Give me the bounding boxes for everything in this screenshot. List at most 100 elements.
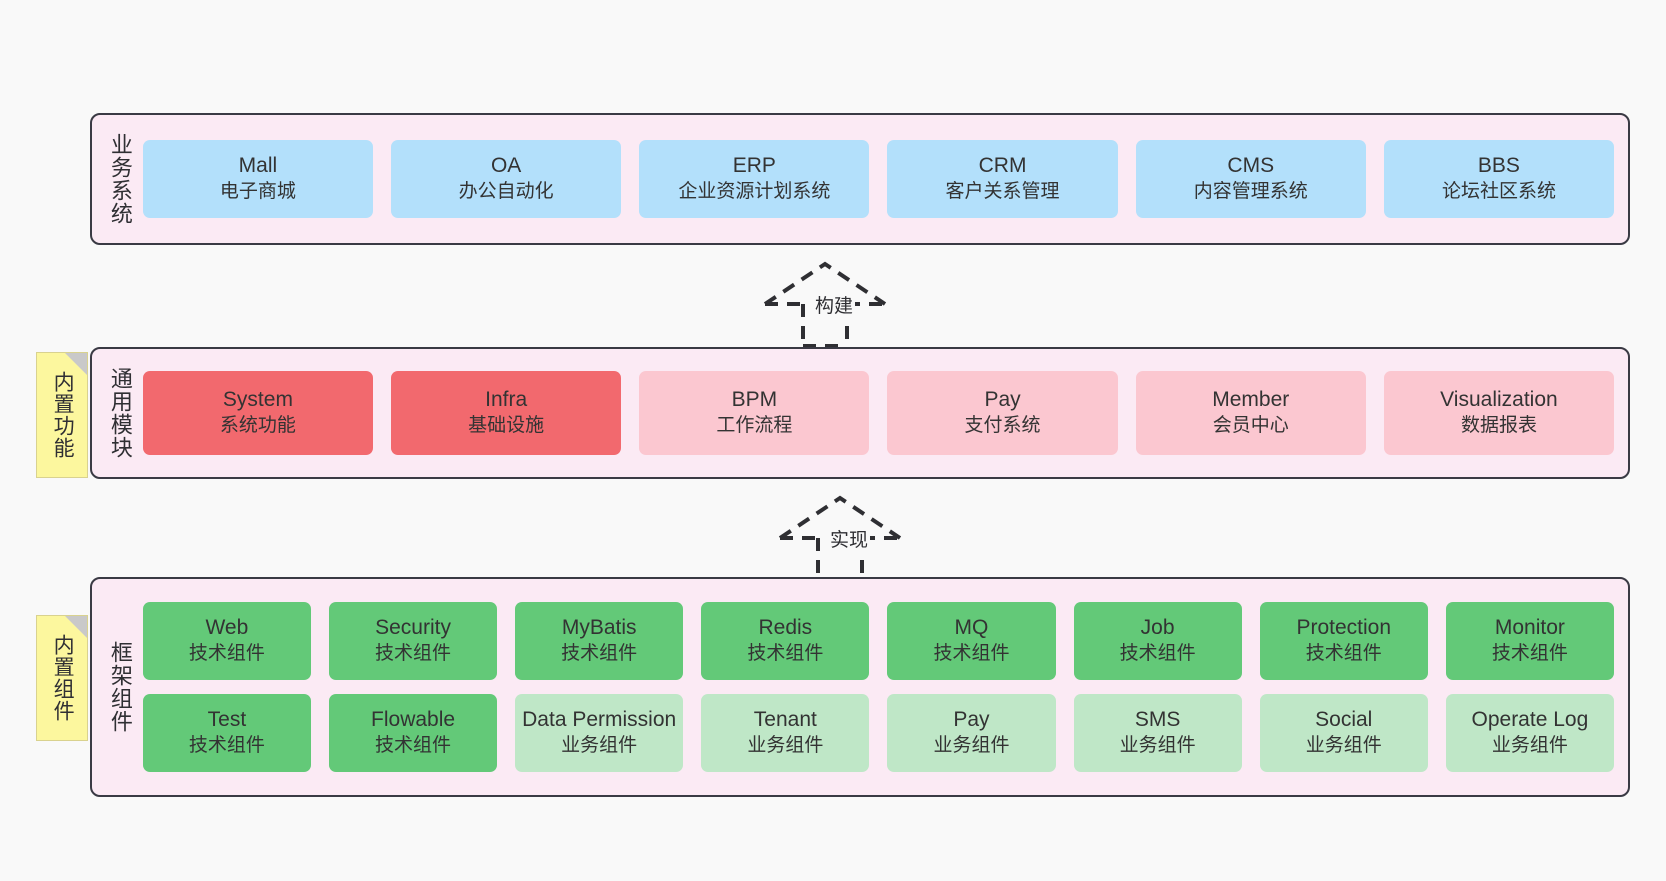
business-system-body: Mall 电子商城 OA 办公自动化 ERP 企业资源计划系统 CRM 客户关系… [139,140,1628,218]
card-subtitle: 技术组件 [933,643,1010,665]
card-erp[interactable]: ERP 企业资源计划系统 [639,140,870,218]
card-subtitle: 技术组件 [188,735,265,757]
card-mall[interactable]: Mall 电子商城 [142,140,374,218]
card-subtitle: 技术组件 [747,643,824,665]
note-text: 内置组件 [51,634,75,722]
card-title: Visualization [1440,388,1558,412]
card-test[interactable]: Test 技术组件 [142,694,311,772]
card-pay-component[interactable]: Pay 业务组件 [887,694,1056,772]
note-fold-corner-icon [65,353,87,375]
card-subtitle: 企业资源计划系统 [678,181,831,203]
card-subtitle: 业务组件 [747,735,824,757]
card-subtitle: 业务组件 [1119,735,1196,757]
card-web[interactable]: Web 技术组件 [142,602,311,680]
card-subtitle: 业务组件 [561,735,638,757]
card-crm[interactable]: CRM 客户关系管理 [887,140,1118,218]
card-subtitle: 技术组件 [1305,643,1382,665]
card-title: Flowable [371,708,456,732]
framework-component-row-2: Test 技术组件 Flowable 技术组件 Data Permission … [142,694,1614,772]
card-subtitle: 业务组件 [1491,735,1568,757]
card-subtitle: 业务组件 [1305,735,1382,757]
card-title: Security [375,616,451,640]
connector-build-label: 构建 [813,291,856,318]
card-mq[interactable]: MQ 技术组件 [887,602,1056,680]
card-social[interactable]: Social 业务组件 [1259,694,1428,772]
connector-implement-label: 实现 [828,525,871,552]
business-system-row: Mall 电子商城 OA 办公自动化 ERP 企业资源计划系统 CRM 客户关系… [142,140,1615,218]
card-cms[interactable]: CMS 内容管理系统 [1135,140,1366,218]
card-member[interactable]: Member 会员中心 [1135,371,1366,455]
card-monitor[interactable]: Monitor 技术组件 [1445,602,1614,680]
card-title: Pay [953,708,990,732]
note-builtin-function: 内置功能 [36,352,88,478]
card-subtitle: 客户关系管理 [945,181,1060,203]
card-title: MQ [954,616,989,640]
layer-business-system: 业务系统 Mall 电子商城 OA 办公自动化 ERP 企业资源计划系统 CRM… [90,113,1630,245]
framework-component-row-1: Web 技术组件 Security 技术组件 MyBatis 技术组件 Redi… [142,602,1614,680]
card-bbs[interactable]: BBS 论坛社区系统 [1383,140,1615,218]
card-job[interactable]: Job 技术组件 [1073,602,1242,680]
card-mybatis[interactable]: MyBatis 技术组件 [515,602,684,680]
card-subtitle: 技术组件 [375,643,452,665]
layer-common-module: 通用模块 System 系统功能 Infra 基础设施 BPM 工作流程 Pay… [90,347,1630,479]
card-title: Protection [1296,616,1392,640]
card-title: Job [1140,616,1175,640]
card-oa[interactable]: OA 办公自动化 [391,140,622,218]
card-title: Pay [984,388,1021,412]
card-title: Tenant [753,708,817,732]
card-subtitle: 会员中心 [1212,415,1289,437]
card-title: Test [207,708,247,732]
card-flowable[interactable]: Flowable 技术组件 [328,694,498,772]
card-bpm[interactable]: BPM 工作流程 [639,371,870,455]
card-title: CMS [1227,154,1275,178]
card-title: BPM [731,388,778,412]
card-title: MyBatis [561,616,637,640]
card-title: Member [1212,388,1290,412]
card-subtitle: 内容管理系统 [1193,181,1308,203]
card-subtitle: 技术组件 [561,643,638,665]
card-sms[interactable]: SMS 业务组件 [1073,694,1242,772]
card-title: BBS [1477,154,1520,178]
layer-caption-business-system: 业务系统 [107,133,133,225]
card-operate-log[interactable]: Operate Log 业务组件 [1445,694,1614,772]
card-subtitle: 技术组件 [1491,643,1568,665]
card-visualization[interactable]: Visualization 数据报表 [1383,371,1615,455]
connector-build: 构建 [755,258,915,348]
card-subtitle: 基础设施 [468,415,545,437]
card-subtitle: 办公自动化 [458,181,554,203]
framework-component-body: Web 技术组件 Security 技术组件 MyBatis 技术组件 Redi… [139,602,1628,772]
card-redis[interactable]: Redis 技术组件 [701,602,870,680]
card-title: SMS [1134,708,1181,732]
card-data-permission[interactable]: Data Permission 业务组件 [515,694,684,772]
card-title: Operate Log [1471,708,1589,732]
card-title: Social [1315,708,1373,732]
card-title: Mall [238,154,278,178]
card-subtitle: 技术组件 [188,643,265,665]
card-subtitle: 技术组件 [1119,643,1196,665]
layer-caption-common-module: 通用模块 [107,367,133,459]
card-title: OA [490,154,522,178]
card-security[interactable]: Security 技术组件 [328,602,498,680]
card-subtitle: 电子商城 [219,181,296,203]
note-fold-corner-icon [65,616,87,638]
card-protection[interactable]: Protection 技术组件 [1259,602,1428,680]
card-system[interactable]: System 系统功能 [142,371,374,455]
card-subtitle: 数据报表 [1460,415,1537,437]
card-pay-module[interactable]: Pay 支付系统 [887,371,1118,455]
layer-caption-framework-component: 框架组件 [107,641,133,733]
card-title: Web [205,616,249,640]
card-subtitle: 支付系统 [964,415,1041,437]
card-title: CRM [978,154,1027,178]
card-subtitle: 业务组件 [933,735,1010,757]
card-tenant[interactable]: Tenant 业务组件 [701,694,870,772]
layer-framework-component: 框架组件 Web 技术组件 Security 技术组件 MyBatis 技术组件… [90,577,1630,797]
card-title: System [222,388,293,412]
note-builtin-component: 内置组件 [36,615,88,741]
card-subtitle: 论坛社区系统 [1441,181,1556,203]
card-infra[interactable]: Infra 基础设施 [391,371,622,455]
card-subtitle: 技术组件 [375,735,452,757]
card-title: ERP [732,154,776,178]
card-title: Redis [758,616,813,640]
connector-implement: 实现 [770,492,930,582]
